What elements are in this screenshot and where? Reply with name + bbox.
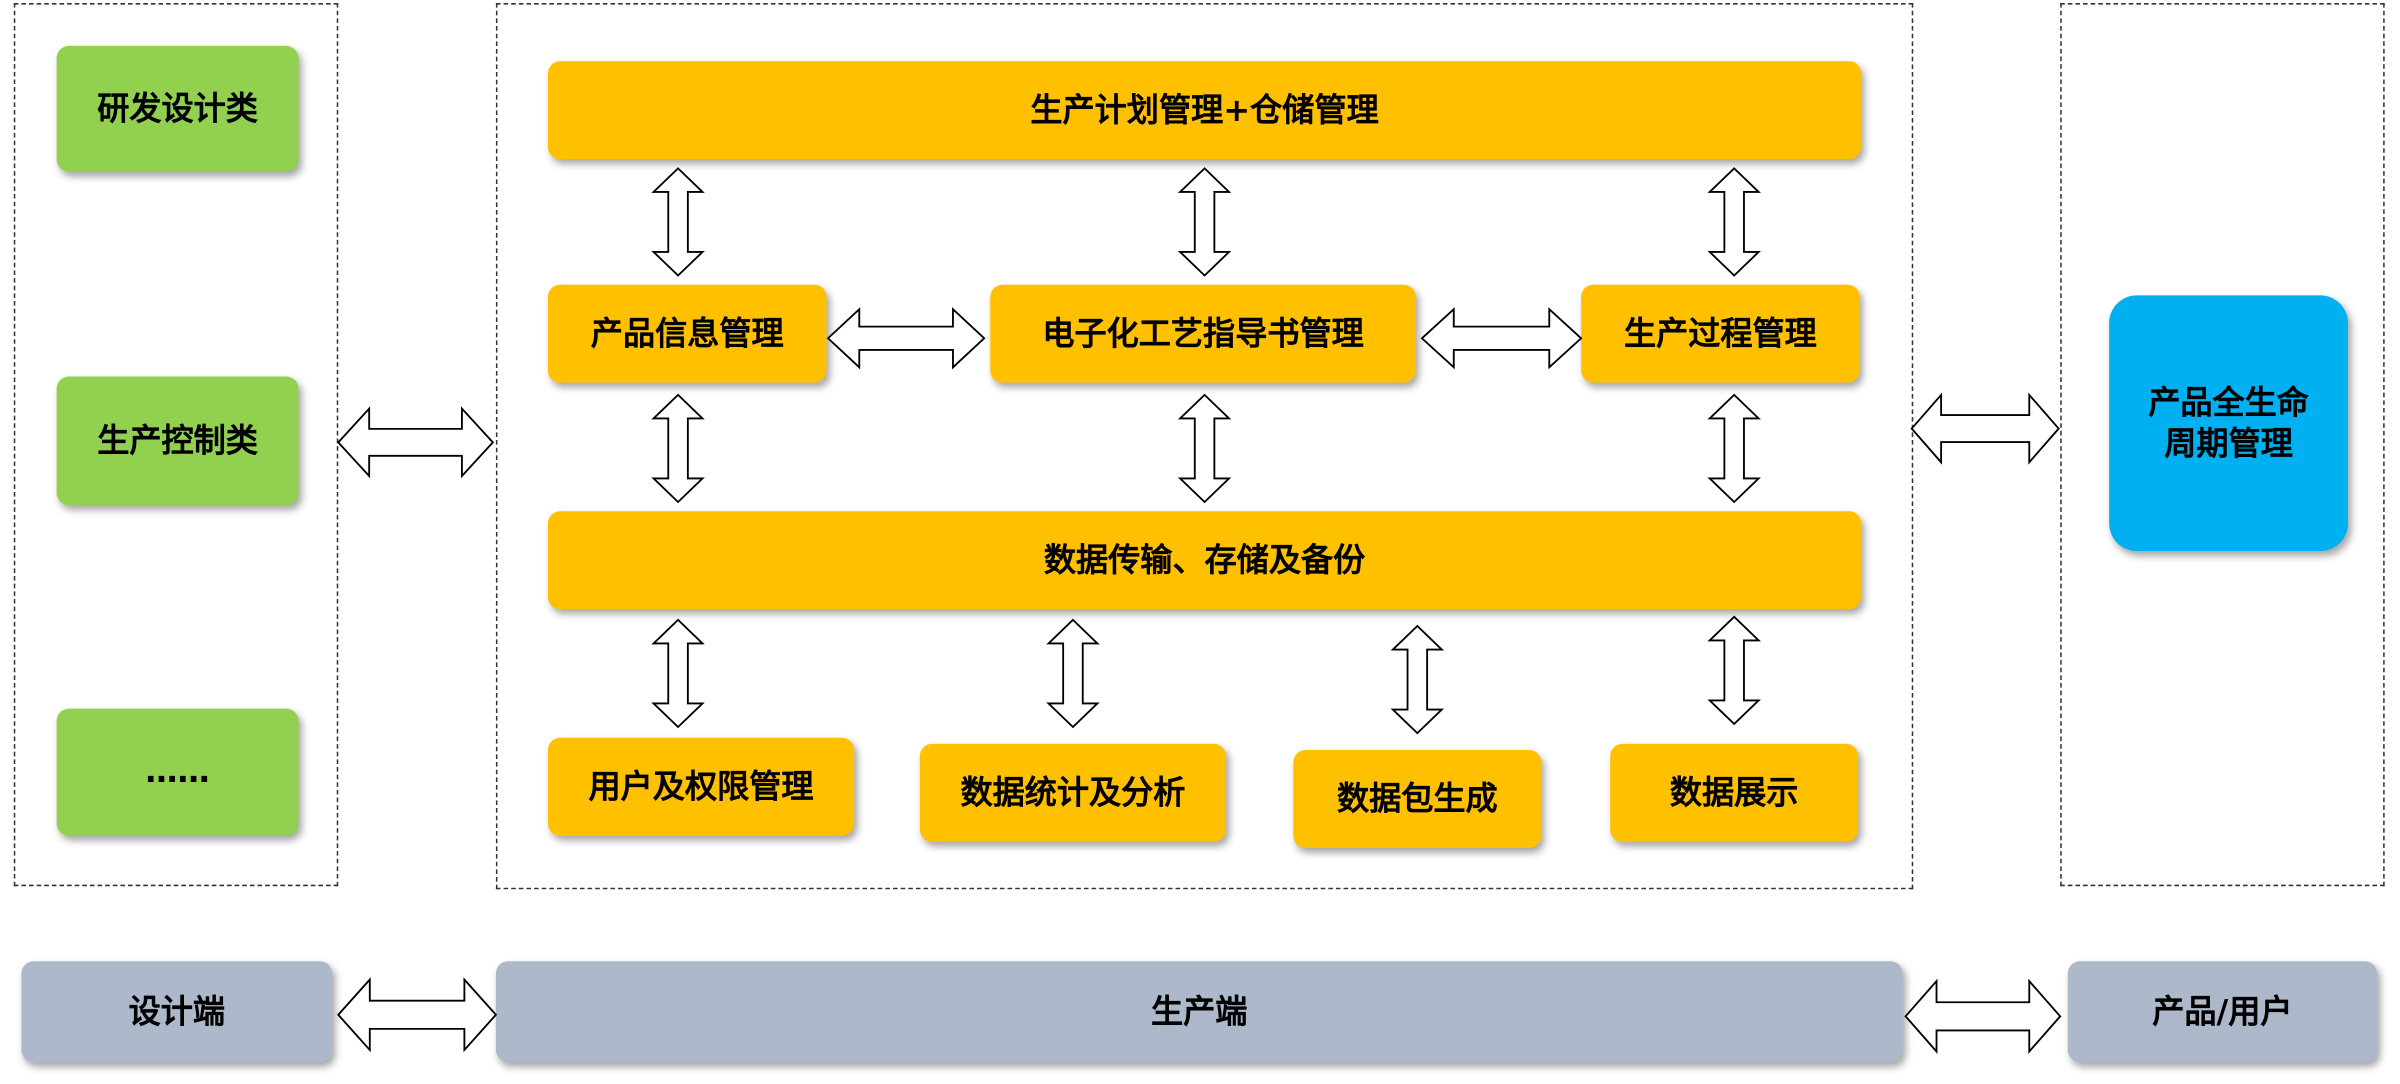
double-arrow-icon: [828, 309, 984, 367]
right-group-frame: [2060, 3, 2385, 887]
double-arrow-vertical-icon: [654, 620, 703, 727]
double-arrow-vertical-icon: [1180, 395, 1229, 502]
double-arrow-vertical-icon: [1710, 395, 1759, 502]
double-arrow-icon: [338, 409, 493, 476]
production-control-box: 生产控制类: [56, 376, 299, 506]
double-arrow-vertical-icon: [654, 395, 703, 502]
more-box: ……: [56, 708, 299, 836]
data-statistics-box: 数据统计及分析: [919, 743, 1227, 842]
data-display-box: 数据展示: [1610, 743, 1859, 842]
data-transfer-bar: 数据传输、存储及备份: [547, 511, 1862, 610]
production-process-box: 生产过程管理: [1581, 284, 1860, 383]
double-arrow-icon: [1906, 981, 2061, 1051]
double-arrow-icon: [1912, 395, 2059, 462]
rd-design-box: 研发设计类: [56, 45, 299, 172]
center-group-frame: [495, 3, 1914, 890]
production-end-box: 生产端: [495, 961, 1903, 1063]
product-user-box: 产品/用户: [2067, 961, 2378, 1063]
e-process-guide-box: 电子化工艺指导书管理: [990, 284, 1416, 383]
double-arrow-icon: [1422, 309, 1581, 367]
left-group-frame: [13, 3, 339, 887]
double-arrow-icon: [338, 980, 496, 1050]
double-arrow-vertical-icon: [1710, 168, 1759, 275]
double-arrow-vertical-icon: [1710, 617, 1759, 724]
double-arrow-vertical-icon: [1393, 626, 1442, 733]
lifecycle-box: 产品全生命 周期管理: [2109, 295, 2348, 552]
user-permission-box: 用户及权限管理: [547, 737, 855, 836]
double-arrow-vertical-icon: [1180, 168, 1229, 275]
data-package-box: 数据包生成: [1293, 749, 1542, 848]
product-info-box: 产品信息管理: [547, 284, 827, 383]
design-end-box: 设计端: [21, 961, 333, 1063]
production-plan-bar: 生产计划管理+仓储管理: [547, 61, 1862, 160]
double-arrow-vertical-icon: [654, 168, 703, 275]
double-arrow-vertical-icon: [1048, 620, 1097, 727]
